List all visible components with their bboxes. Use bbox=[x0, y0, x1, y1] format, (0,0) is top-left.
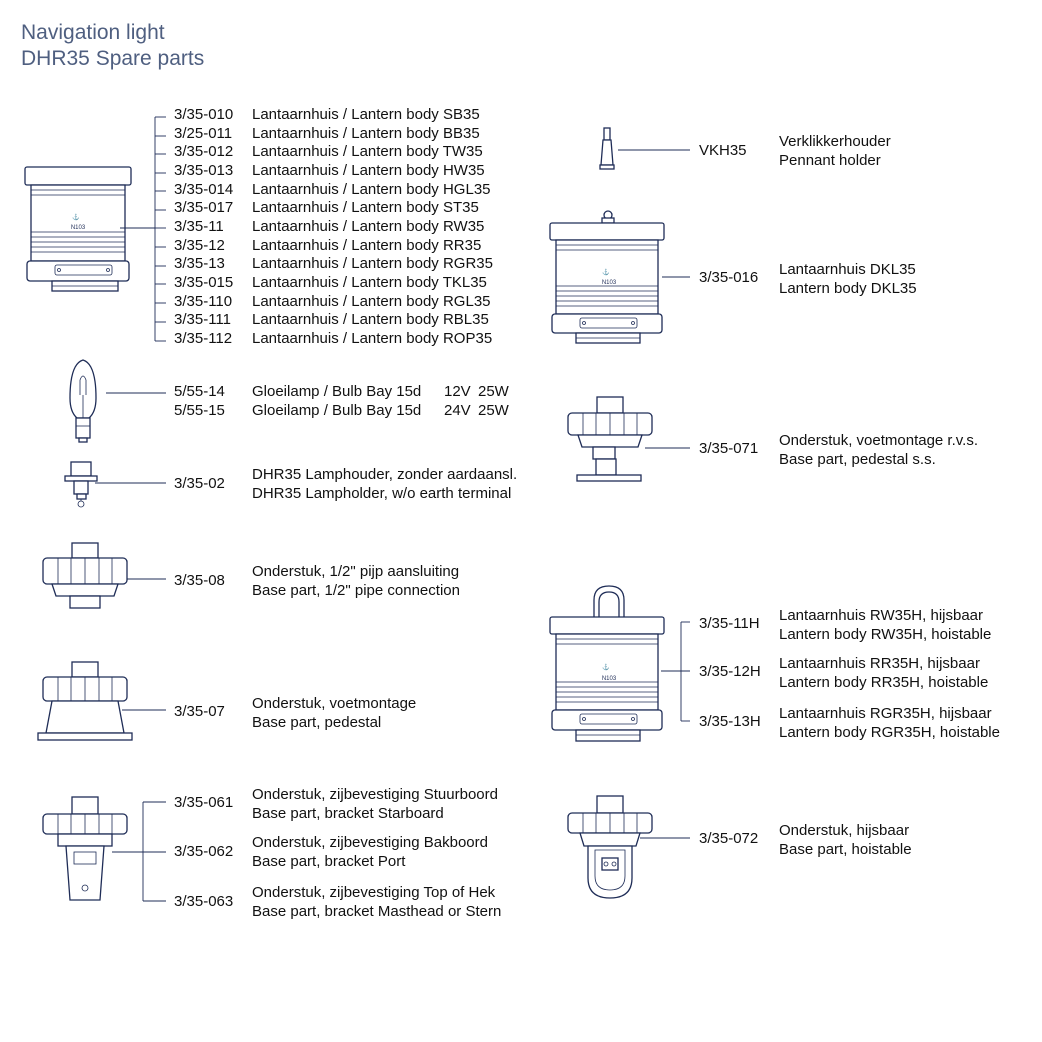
hoistable-2-line-2: Lantern body RR35H, hoistable bbox=[779, 674, 989, 691]
lantern-desc: Lantaarnhuis / Lantern body TKL35 bbox=[252, 274, 487, 291]
pennant-holder-drawing bbox=[599, 127, 615, 170]
bracket-1-line-1: Onderstuk, zijbevestiging Stuurboord bbox=[252, 786, 498, 803]
hoistable-1-line-2: Lantern body RW35H, hoistable bbox=[779, 626, 992, 643]
dkl-line-2: Lantern body DKL35 bbox=[779, 280, 917, 297]
pipe-base-drawing bbox=[42, 542, 128, 609]
anchor-icon: ⚓ bbox=[72, 213, 79, 221]
hoistable-base-drawing bbox=[567, 795, 653, 899]
lantern-code: 3/35-014 bbox=[174, 181, 234, 198]
lantern-desc: Lantaarnhuis / Lantern body HGL35 bbox=[252, 181, 491, 198]
lantern-desc: Lantaarnhuis / Lantern body TW35 bbox=[252, 143, 483, 160]
bulb-code-2: 5/55-15 bbox=[174, 402, 225, 419]
title-line-2: DHR35 Spare parts bbox=[21, 47, 205, 70]
hoistable-code-3: 3/35-13H bbox=[699, 713, 761, 730]
pennant-line-1: Verklikkerhouder bbox=[779, 133, 891, 150]
lantern-desc: Lantaarnhuis / Lantern body BB35 bbox=[252, 125, 480, 142]
lantern-desc: Lantaarnhuis / Lantern body ROP35 bbox=[252, 330, 493, 347]
lampholder-line-2: DHR35 Lampholder, w/o earth terminal bbox=[252, 485, 512, 502]
bracket-2-line-1: Onderstuk, zijbevestiging Bakboord bbox=[252, 834, 488, 851]
lantern-code: 3/25-011 bbox=[174, 125, 233, 142]
bracket-code-2: 3/35-062 bbox=[174, 843, 234, 860]
page-title: Navigation light DHR35 Spare parts bbox=[21, 20, 204, 72]
lantern-code: 3/35-110 bbox=[174, 293, 233, 310]
pipe-base-code: 3/35-08 bbox=[174, 572, 225, 589]
lantern-code: 3/35-13 bbox=[174, 255, 225, 272]
bulb-desc-1: Gloeilamp / Bulb Bay 15d bbox=[252, 383, 422, 400]
bracket-1-line-2: Base part, bracket Starboard bbox=[252, 805, 444, 822]
bracket-base-drawing bbox=[42, 796, 128, 901]
lantern-code: 3/35-111 bbox=[174, 311, 231, 328]
bulb-code-1: 5/55-14 bbox=[174, 383, 225, 400]
pedestal-ss-drawing bbox=[567, 396, 653, 482]
lampholder-line-1: DHR35 Lamphouder, zonder aardaansl. bbox=[252, 466, 518, 483]
dkl-code: 3/35-016 bbox=[699, 269, 759, 286]
pedestal-ss-line-2: Base part, pedestal s.s. bbox=[779, 451, 936, 468]
hoistable-3-line-2: Lantern body RGR35H, hoistable bbox=[779, 724, 1000, 741]
bulb-drawing bbox=[69, 359, 97, 443]
lantern-desc: Lantaarnhuis / Lantern body RGR35 bbox=[252, 255, 493, 272]
lampholder-drawing bbox=[64, 461, 98, 508]
anchor-icon: ⚓ bbox=[602, 663, 609, 671]
bracket-code-3: 3/35-063 bbox=[174, 893, 234, 910]
bulb-watt-2: 25W bbox=[478, 402, 509, 419]
bracket-code-1: 3/35-061 bbox=[174, 794, 234, 811]
pedestal-base-drawing bbox=[37, 661, 133, 741]
title-line-1: Navigation light bbox=[21, 21, 165, 44]
pedestal-base-line-2: Base part, pedestal bbox=[252, 714, 382, 731]
lantern-desc: Lantaarnhuis / Lantern body HW35 bbox=[252, 162, 485, 179]
bulb-desc-2: Gloeilamp / Bulb Bay 15d bbox=[252, 402, 422, 419]
lantern-desc: Lantaarnhuis / Lantern body RBL35 bbox=[252, 311, 489, 328]
hoistable-base-line-1: Onderstuk, hijsbaar bbox=[779, 822, 910, 839]
lampholder-code: 3/35-02 bbox=[174, 475, 225, 492]
hoistable-1-line-1: Lantaarnhuis RW35H, hijsbaar bbox=[779, 607, 984, 624]
pennant-code: VKH35 bbox=[699, 142, 747, 159]
pipe-base-line-1: Onderstuk, 1/2" pijp aansluiting bbox=[252, 563, 460, 580]
lantern-desc: Lantaarnhuis / Lantern body RGL35 bbox=[252, 293, 491, 310]
lantern-badge: N103 bbox=[602, 280, 617, 286]
bracket-2-line-2: Base part, bracket Port bbox=[252, 853, 406, 870]
lantern-code: 3/35-015 bbox=[174, 274, 234, 291]
bulb-watt-1: 25W bbox=[478, 383, 509, 400]
lantern-body-drawing: ⚓ N103 bbox=[24, 166, 132, 292]
lantern-code: 3/35-010 bbox=[174, 106, 234, 123]
hoistable-lantern-drawing: ⚓ N103 bbox=[549, 585, 665, 742]
lantern-code: 3/35-012 bbox=[174, 143, 234, 160]
lantern-code: 3/35-017 bbox=[174, 199, 234, 216]
lantern-desc: Lantaarnhuis / Lantern body RW35 bbox=[252, 218, 485, 235]
bulb-volt-1: 12V bbox=[444, 383, 471, 400]
pedestal-ss-line-1: Onderstuk, voetmontage r.v.s. bbox=[779, 432, 978, 449]
lantern-desc: Lantaarnhuis / Lantern body SB35 bbox=[252, 106, 480, 123]
pedestal-ss-code: 3/35-071 bbox=[699, 440, 759, 457]
pedestal-base-code: 3/35-07 bbox=[174, 703, 225, 720]
leader-lines bbox=[95, 116, 690, 902]
dkl-line-1: Lantaarnhuis DKL35 bbox=[779, 261, 916, 278]
lantern-desc: Lantaarnhuis / Lantern body ST35 bbox=[252, 199, 479, 216]
anchor-icon: ⚓ bbox=[602, 268, 609, 276]
pennant-line-2: Pennant holder bbox=[779, 152, 881, 169]
bracket-3-line-2: Base part, bracket Masthead or Stern bbox=[252, 903, 502, 920]
lantern-code: 3/35-12 bbox=[174, 237, 225, 254]
hoistable-code-2: 3/35-12H bbox=[699, 663, 761, 680]
hoistable-2-line-1: Lantaarnhuis RR35H, hijsbaar bbox=[779, 655, 980, 672]
hoistable-base-line-2: Base part, hoistable bbox=[779, 841, 912, 858]
bulb-volt-2: 24V bbox=[444, 402, 471, 419]
bracket-3-line-1: Onderstuk, zijbevestiging Top of Hek bbox=[252, 884, 496, 901]
hoistable-base-code: 3/35-072 bbox=[699, 830, 759, 847]
dkl-lantern-drawing: ⚓ N103 bbox=[549, 210, 665, 344]
lantern-code: 3/35-112 bbox=[174, 330, 233, 347]
pipe-base-line-2: Base part, 1/2" pipe connection bbox=[252, 582, 460, 599]
lantern-badge: N103 bbox=[602, 676, 617, 682]
lantern-badge: N103 bbox=[71, 225, 86, 231]
lantern-desc: Lantaarnhuis / Lantern body RR35 bbox=[252, 237, 482, 254]
lantern-code: 3/35-013 bbox=[174, 162, 234, 179]
hoistable-3-line-1: Lantaarnhuis RGR35H, hijsbaar bbox=[779, 705, 992, 722]
lantern-code: 3/35-11 bbox=[174, 218, 224, 235]
hoistable-code-1: 3/35-11H bbox=[699, 615, 760, 632]
pedestal-base-line-1: Onderstuk, voetmontage bbox=[252, 695, 417, 712]
